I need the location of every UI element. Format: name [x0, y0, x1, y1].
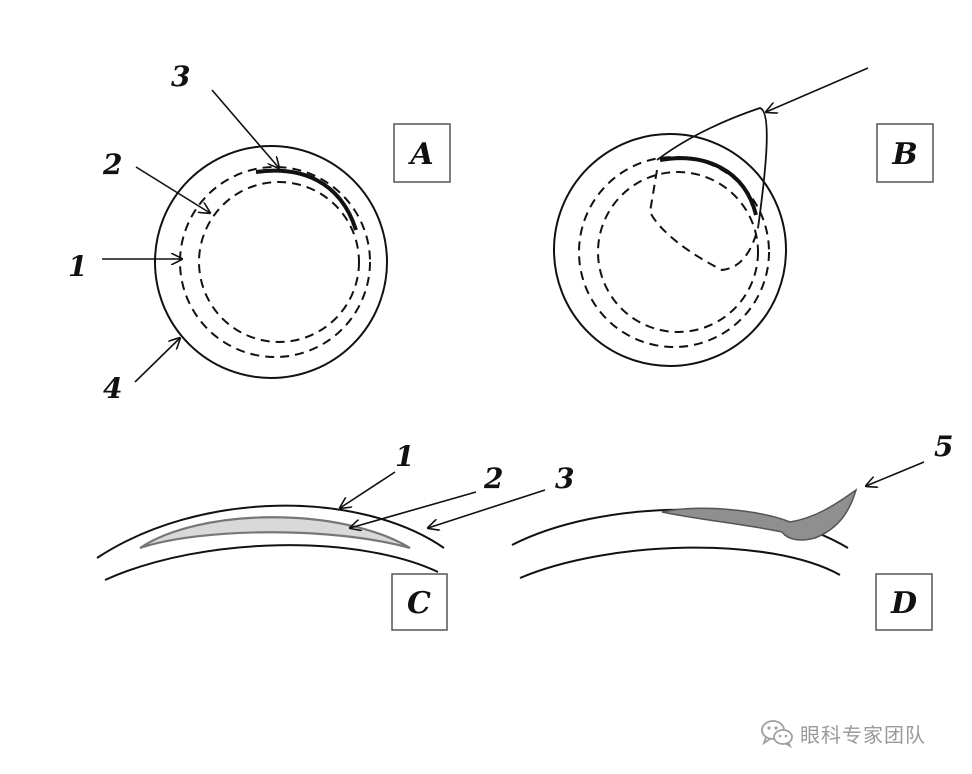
- tag-box-c: [391, 573, 448, 631]
- tag-box-a: [393, 123, 451, 183]
- lenticule-c: [139, 516, 411, 550]
- arrow-3-c: [428, 489, 546, 528]
- outer-circle-b: [553, 133, 787, 367]
- label-1-a: 1: [68, 250, 87, 283]
- tag-box-b: [876, 123, 934, 183]
- cornea-outer-curve-c: [96, 504, 445, 559]
- panel-a: 3 2 1 4 A: [68, 60, 451, 405]
- tag-b: B: [891, 137, 917, 172]
- arrow-2-a: [135, 166, 210, 213]
- label-1-c: 1: [395, 440, 414, 473]
- label-5-d: 5: [934, 430, 953, 463]
- tag-d: D: [890, 586, 917, 621]
- arrow-flap-b: [766, 67, 869, 112]
- watermark: 眼科专家团队: [760, 716, 926, 750]
- label-4-a: 4: [103, 372, 122, 405]
- dashed-circle-inner-b: [597, 171, 759, 333]
- tag-box-d: [875, 573, 933, 631]
- wechat-icon: [761, 720, 793, 748]
- label-2-c: 2: [483, 462, 503, 495]
- watermark-text: 眼科专家团队: [800, 722, 926, 747]
- arrow-1-c: [340, 471, 396, 508]
- arrow-3-a: [211, 89, 279, 168]
- dashed-circle-outer-a: [179, 166, 371, 358]
- cornea-inner-curve-c: [104, 544, 439, 581]
- dashed-circle-outer-b: [578, 156, 770, 348]
- extracted-lenticule-d: [661, 488, 858, 541]
- lifted-flap-outline: [656, 107, 768, 229]
- panel-c: 1 2 3 C: [96, 440, 574, 631]
- flap-dashed-edge: [648, 169, 759, 272]
- label-3-a: 3: [171, 60, 190, 93]
- tag-a: A: [407, 137, 433, 172]
- outer-circle-a: [154, 145, 388, 379]
- arrow-2-c: [350, 491, 477, 528]
- incision-arc-a: [255, 168, 358, 231]
- arrow-4-a: [134, 338, 180, 383]
- dashed-circle-inner-a: [198, 181, 360, 343]
- panel-b: B: [553, 67, 934, 367]
- arrow-5-d: [866, 461, 925, 486]
- cornea-inner-curve-d: [519, 546, 841, 579]
- label-2-a: 2: [102, 148, 122, 181]
- incision-arc-b: [659, 156, 758, 216]
- label-3-c: 3: [555, 462, 574, 495]
- panel-d: 5 D: [511, 430, 953, 631]
- tag-c: C: [407, 586, 431, 621]
